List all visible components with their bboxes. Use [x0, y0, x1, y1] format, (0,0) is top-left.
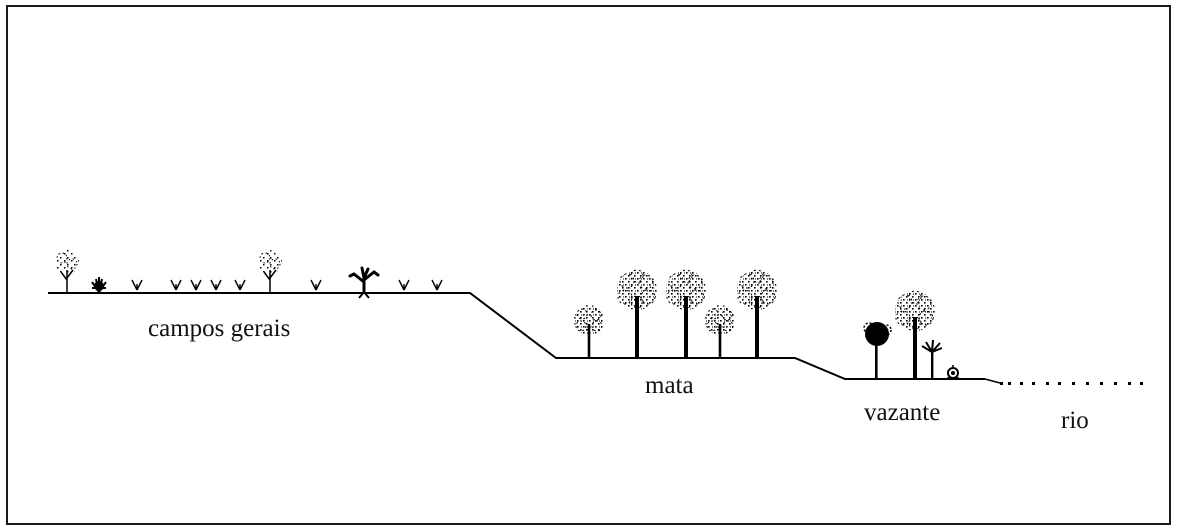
grass-tuft-icon	[431, 279, 443, 291]
grass-tuft-icon	[210, 279, 222, 291]
campos-vegetation	[54, 249, 443, 300]
zone-label-vazante: vazante	[864, 399, 941, 426]
canopy-tree-icon	[616, 269, 658, 359]
canopy-tree-icon	[894, 290, 936, 380]
canopy-tree-icon	[704, 304, 736, 359]
grass-tuft-icon	[170, 279, 182, 291]
vazante-vegetation	[863, 290, 959, 380]
zone-label-rio: rio	[1061, 407, 1089, 434]
grass-tuft-icon	[234, 279, 246, 291]
river-water-dots	[984, 378, 1143, 385]
canopy-tree-icon	[736, 269, 778, 359]
grass-tuft-icon	[190, 279, 202, 291]
sparse-tree-icon	[257, 249, 283, 293]
palm-icon	[921, 339, 943, 378]
grass-tuft-icon	[131, 279, 143, 291]
shrub-icon	[91, 276, 107, 293]
sparse-tree-icon	[54, 249, 80, 293]
mata-vegetation	[573, 269, 778, 359]
canopy-tree-icon	[573, 304, 605, 359]
grass-tuft-icon	[310, 279, 322, 291]
diagram-frame	[6, 5, 1171, 525]
canopy-tree-icon	[665, 269, 707, 359]
zone-label-campos-gerais: campos gerais	[148, 315, 291, 342]
dense-tree-icon	[863, 322, 892, 378]
terrain-line	[48, 292, 985, 380]
zone-label-mata: mata	[645, 372, 694, 399]
grass-tuft-icon	[398, 279, 410, 291]
bush-icon	[947, 365, 959, 379]
